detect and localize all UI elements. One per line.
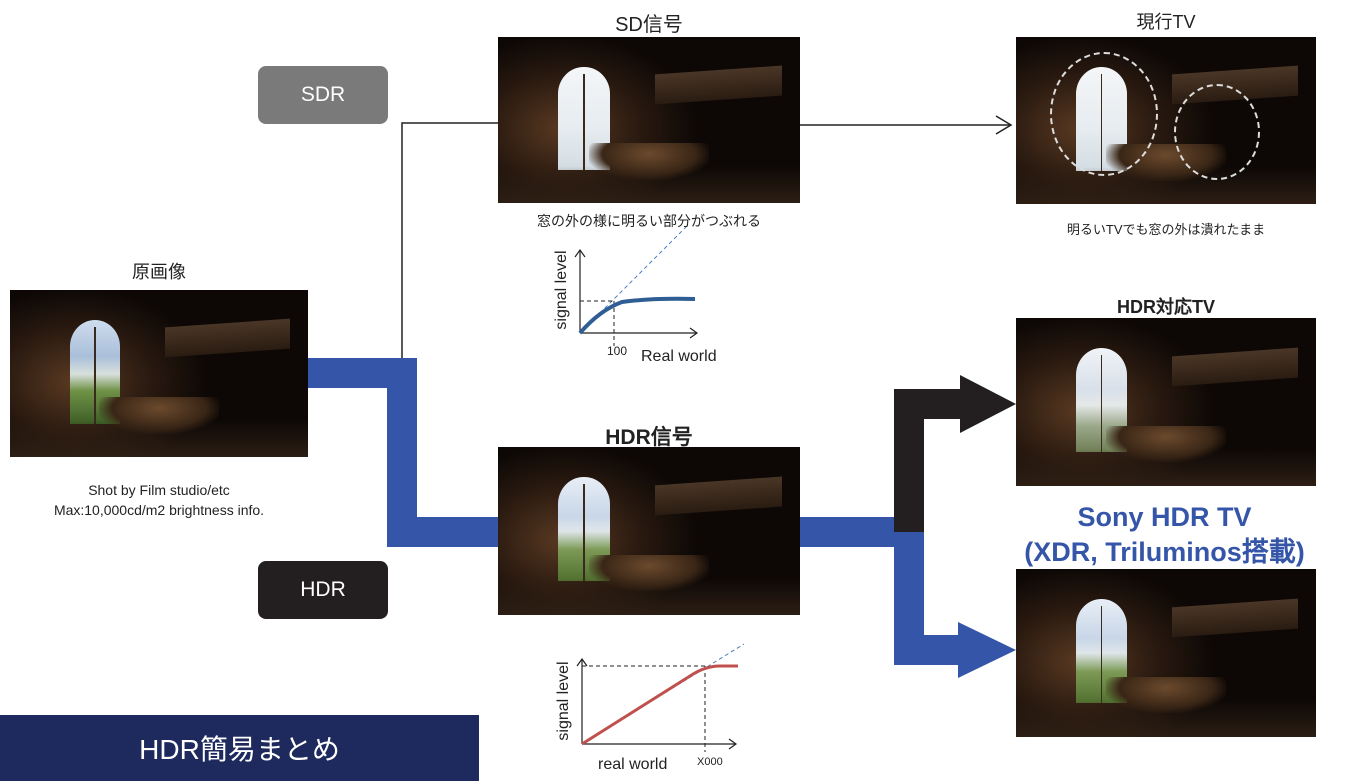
highlight-circle-window: [1050, 52, 1158, 176]
sony-hdr-tv-label: Sony HDR TV (XDR, Triluminos搭載): [980, 500, 1349, 570]
hdr-signal-image: [498, 447, 800, 615]
current-tv-title: 現行TV: [1136, 12, 1196, 32]
hdr-flow-path: [308, 358, 498, 547]
hdr-tv-title: HDR対応TV: [1117, 297, 1215, 317]
sdr-to-tv-arrowhead: [995, 115, 1013, 135]
hdr-graph-ylabel-box: signal level: [552, 654, 576, 754]
hdr-tv-image: [1016, 318, 1316, 486]
sd-signal-title: SD信号: [615, 14, 683, 36]
sd-signal-caption: 窓の外の様に明るい部分がつぶれる: [537, 213, 761, 229]
sdr-flow-line: [401, 122, 498, 360]
hdr-to-sony-path: [800, 517, 960, 665]
hdr-tone-graph: [576, 643, 745, 752]
hdr-to-sony-arrowhead: [958, 622, 1016, 678]
sony-label-line2: (XDR, Triluminos搭載): [1024, 537, 1305, 567]
hdr-tag: HDR: [258, 561, 388, 619]
sdr-graph-ylabel: signal level: [553, 250, 570, 330]
hdr-to-hdrtv-arrowhead: [960, 375, 1016, 433]
sdr-graph-knee-label: 100: [607, 344, 628, 358]
sdr-tag: SDR: [258, 66, 388, 124]
original-image-caption: Shot by Film studio/etc Max:10,000cd/m2 …: [0, 480, 318, 520]
current-tv-caption: 明るいTVでも窓の外は潰れたまま: [1066, 222, 1266, 237]
sony-label-line1: Sony HDR TV: [1077, 502, 1252, 532]
original-caption-line2: Max:10,000cd/m2 brightness info.: [53, 502, 265, 518]
hdr-graph-knee-label: X000: [697, 756, 723, 768]
original-caption-line1: Shot by Film studio/etc: [88, 482, 230, 498]
sdr-graph-ylabel-box: signal level: [550, 243, 574, 343]
hdr-signal-title: HDR信号: [605, 426, 693, 449]
original-image-title: 原画像: [132, 262, 186, 282]
hdr-graph-ylabel: signal level: [555, 661, 572, 741]
summary-banner: HDR簡易まとめ: [0, 715, 479, 781]
hdr-graph-xlabel: real world: [598, 756, 668, 773]
current-tv-image: [1016, 37, 1316, 204]
highlight-circle-fireplace: [1174, 84, 1260, 180]
hdr-to-hdrtv-path: [894, 389, 962, 532]
original-image: [10, 290, 308, 457]
sd-signal-image: [498, 37, 800, 203]
sdr-tone-graph: [574, 226, 699, 346]
sdr-graph-xlabel: Real world: [641, 348, 717, 365]
sony-hdr-tv-image: [1016, 569, 1316, 737]
